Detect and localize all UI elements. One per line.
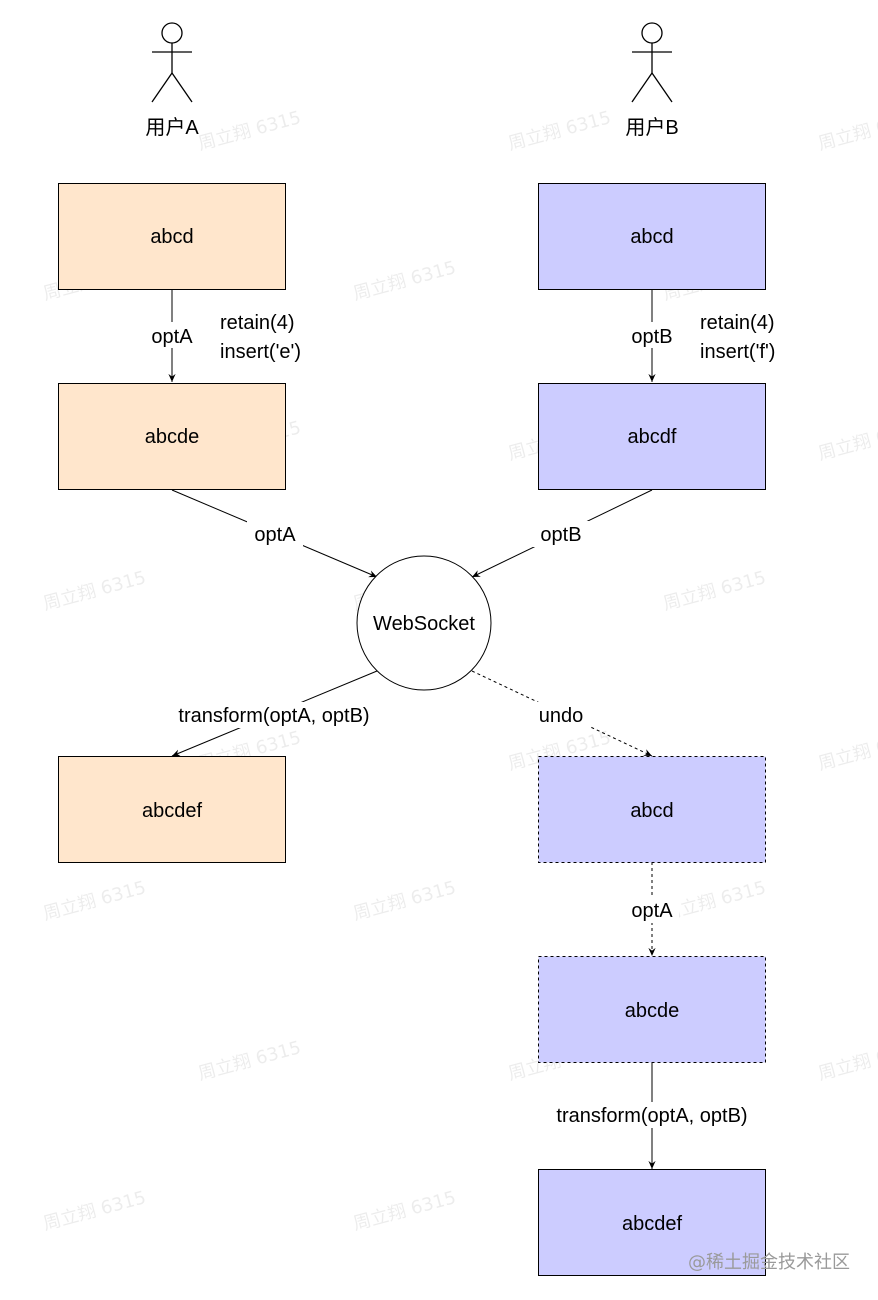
node-b3: abcd (538, 756, 766, 863)
watermark: 周立翔 6315 (351, 877, 458, 925)
node-b2: abcdf (538, 383, 766, 490)
edge-label-bg (533, 702, 589, 728)
node-text: abcd (630, 800, 673, 822)
op-note-retain: retain(4) (700, 312, 774, 334)
watermark: 周立翔 6315 (816, 1037, 878, 1085)
watermark: 周立翔 6315 (196, 107, 303, 155)
stick-figure-icon (151, 22, 193, 103)
box-b5 (538, 1169, 766, 1276)
edge-label-undo: undo (539, 705, 584, 727)
edge-label-transform: transform(optA, optB) (556, 1105, 747, 1127)
node-b5: abcdef (538, 1169, 766, 1276)
edge-label-opta: optA (254, 524, 296, 546)
watermark: 周立翔 6315 (41, 877, 148, 925)
watermark: 周立翔 6315 (661, 567, 768, 615)
actor-user-a: 用户A (145, 22, 199, 139)
watermark: 周立翔 6315 (816, 727, 878, 775)
box-a2 (58, 383, 286, 490)
watermark: 周立翔 6315 (41, 1187, 148, 1235)
box-b1 (538, 183, 766, 290)
watermark: 周立翔 6315 (351, 257, 458, 305)
edge-label-optb: optB (631, 326, 672, 348)
actor-label-user-b: 用户B (625, 116, 678, 139)
node-a1: abcd (58, 183, 286, 290)
edge-label-transform: transform(optA, optB) (178, 705, 369, 727)
actor-user-b: 用户B (625, 22, 679, 139)
watermark: 周立翔 6315 (41, 567, 148, 615)
node-a3: abcdef (58, 756, 286, 863)
edge-label-bg (145, 322, 199, 348)
box-a1 (58, 183, 286, 290)
edge-label-bg (533, 521, 589, 547)
server-label: WebSocket (373, 613, 475, 635)
actor-label-user-a: 用户A (145, 116, 199, 139)
edge-label-opta: optA (151, 326, 193, 348)
node-a2: abcde (58, 383, 286, 490)
edge-label-bg (625, 322, 679, 348)
node-text: abcdef (142, 800, 202, 822)
watermark: 周立翔 6315 (506, 107, 613, 155)
node-websocket-server: WebSocket (356, 555, 492, 691)
node-b1: abcd (538, 183, 766, 290)
footer-credit: @稀土掘金技术社区 (688, 1252, 850, 1273)
box-a3 (58, 756, 286, 863)
edge-label-opta: optA (631, 900, 673, 922)
node-text: abcd (150, 226, 193, 248)
server-circle (356, 555, 492, 691)
edge-label-bg (625, 897, 679, 923)
stick-figure-icon (631, 22, 673, 103)
edge-label-bg (537, 1102, 767, 1128)
op-note-insert: insert('e') (220, 341, 301, 363)
node-text: abcde (145, 426, 200, 448)
node-b4: abcde (538, 956, 766, 1063)
box-b4 (538, 956, 766, 1063)
node-text: abcd (630, 226, 673, 248)
watermark: 周立翔 6315 (351, 1187, 458, 1235)
watermark: 周立翔 6315 (816, 417, 878, 465)
edge-label-bg (247, 521, 303, 547)
node-text: abcdef (622, 1213, 682, 1235)
node-text: abcdf (628, 426, 677, 448)
watermark: 周立翔 6315 (816, 107, 878, 155)
op-note-insert: insert('f') (700, 341, 775, 363)
box-b3 (538, 756, 766, 863)
watermark: 周立翔 6315 (196, 1037, 303, 1085)
node-text: abcde (625, 1000, 680, 1022)
edge-label-optb: optB (540, 524, 581, 546)
edge-label-bg (160, 702, 388, 728)
op-note-retain: retain(4) (220, 312, 294, 334)
box-b2 (538, 383, 766, 490)
edges: optA retain(4) insert('e') optB retain(4… (145, 290, 775, 1169)
